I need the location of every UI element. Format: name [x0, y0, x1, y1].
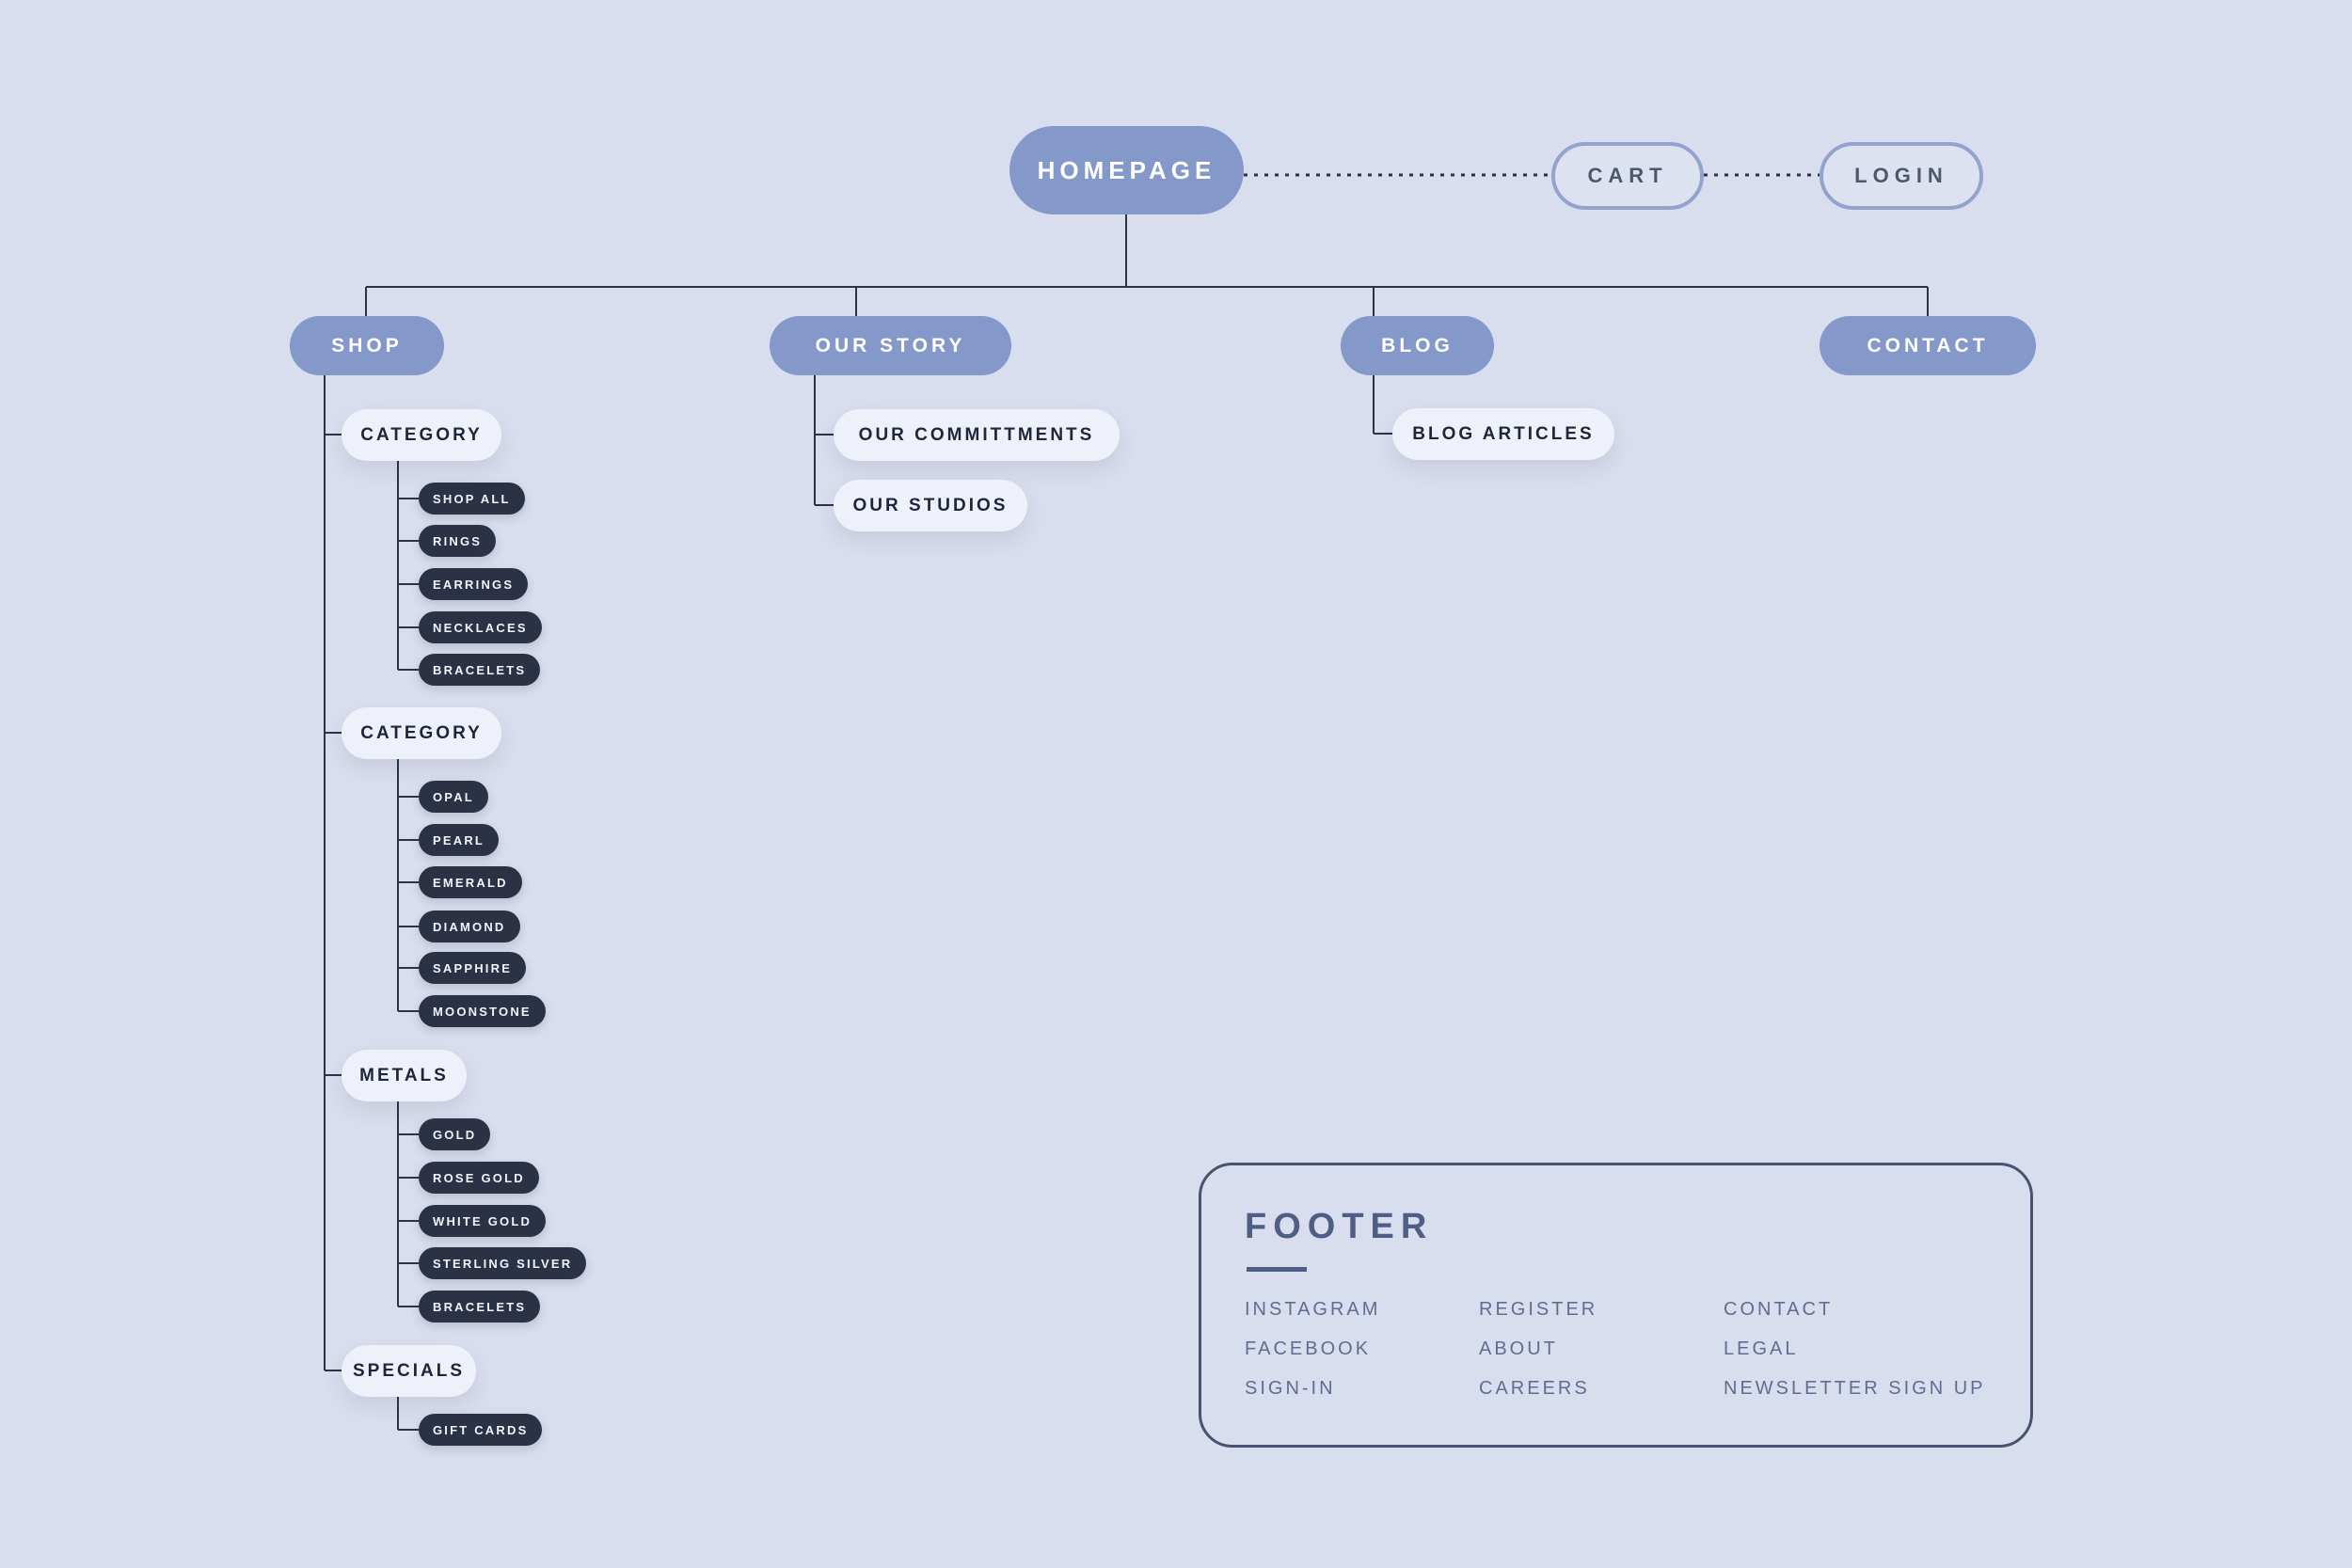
- metals-bracelets-node[interactable]: BRACELETS: [419, 1291, 541, 1323]
- footer-title-underline: [1247, 1267, 1307, 1272]
- blog-articles-node[interactable]: BLOG ARTICLES: [1392, 408, 1614, 460]
- metals-node[interactable]: METALS: [342, 1050, 467, 1101]
- cart-node[interactable]: CART: [1551, 142, 1704, 210]
- footer-column-3: CONTACT LEGAL NEWSLETTER SIGN UP: [1724, 1299, 1985, 1400]
- footer-link-sign-in[interactable]: SIGN-IN: [1245, 1378, 1336, 1399]
- necklaces-node[interactable]: NECKLACES: [419, 611, 542, 643]
- emerald-node[interactable]: EMERALD: [419, 866, 522, 898]
- our-story-node[interactable]: OUR STORY: [770, 316, 1011, 375]
- diamond-node[interactable]: DIAMOND: [419, 911, 520, 942]
- contact-node[interactable]: CONTACT: [1820, 316, 2036, 375]
- blog-node[interactable]: BLOG: [1341, 316, 1494, 375]
- footer-title: FOOTER: [1245, 1207, 1434, 1246]
- bracelets-node[interactable]: BRACELETS: [419, 654, 541, 686]
- shop-all-node[interactable]: SHOP ALL: [419, 483, 525, 515]
- footer-column-2: REGISTER ABOUT CAREERS: [1479, 1299, 1597, 1400]
- rings-node[interactable]: RINGS: [419, 525, 497, 557]
- gold-node[interactable]: GOLD: [419, 1118, 491, 1150]
- footer-box: [1199, 1163, 2033, 1448]
- category-1-node[interactable]: CATEGORY: [342, 409, 501, 461]
- login-node[interactable]: LOGIN: [1820, 142, 1983, 210]
- footer-column-1: INSTAGRAM FACEBOOK SIGN-IN: [1245, 1299, 1380, 1400]
- footer-link-legal[interactable]: LEGAL: [1724, 1338, 1799, 1359]
- shop-node[interactable]: SHOP: [290, 316, 444, 375]
- sterling-silver-node[interactable]: STERLING SILVER: [419, 1247, 587, 1279]
- specials-node[interactable]: SPECIALS: [342, 1345, 476, 1397]
- footer-link-instagram[interactable]: INSTAGRAM: [1245, 1299, 1381, 1320]
- homepage-node[interactable]: HOMEPAGE: [1009, 126, 1244, 214]
- pearl-node[interactable]: PEARL: [419, 824, 500, 856]
- category-2-node[interactable]: CATEGORY: [342, 707, 501, 759]
- white-gold-node[interactable]: WHITE GOLD: [419, 1205, 547, 1237]
- footer-link-careers[interactable]: CAREERS: [1479, 1378, 1590, 1399]
- footer-link-newsletter-sign-up[interactable]: NEWSLETTER SIGN UP: [1724, 1378, 1986, 1399]
- our-studios-node[interactable]: OUR STUDIOS: [834, 480, 1027, 531]
- footer-link-about[interactable]: ABOUT: [1479, 1338, 1558, 1359]
- our-committments-node[interactable]: OUR COMMITTMENTS: [834, 409, 1120, 461]
- sapphire-node[interactable]: SAPPHIRE: [419, 952, 527, 984]
- opal-node[interactable]: OPAL: [419, 781, 488, 813]
- earrings-node[interactable]: EARRINGS: [419, 568, 529, 600]
- moonstone-node[interactable]: MOONSTONE: [419, 995, 546, 1027]
- footer-link-contact[interactable]: CONTACT: [1724, 1299, 1834, 1320]
- rose-gold-node[interactable]: ROSE GOLD: [419, 1162, 539, 1194]
- gift-cards-node[interactable]: GIFT CARDS: [419, 1414, 543, 1446]
- footer-link-register[interactable]: REGISTER: [1479, 1299, 1598, 1320]
- footer-link-facebook[interactable]: FACEBOOK: [1245, 1338, 1372, 1359]
